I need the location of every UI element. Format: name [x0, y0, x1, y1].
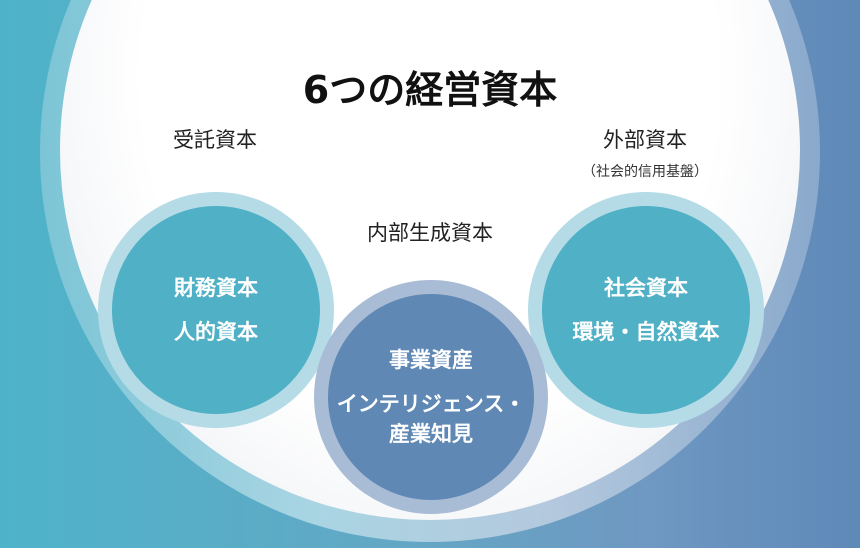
entrusted-capital-label: 受託資本 — [173, 128, 257, 152]
human-capital: 人的資本 — [174, 320, 258, 344]
business-assets: 事業資産 — [389, 348, 473, 372]
diagram-title: 6つの経営資本 — [302, 68, 558, 112]
entrusted-circle: 財務資本 人的資本 — [112, 206, 320, 414]
environmental-natural-capital: 環境・自然資本 — [572, 320, 720, 344]
social-capital: 社会資本 — [604, 276, 688, 300]
external-circle: 社会資本 環境・自然資本 — [542, 206, 750, 414]
external-capital-sublabel: （社会的信用基盤） — [582, 164, 708, 180]
external-capital-label: 外部資本 — [603, 128, 687, 152]
financial-capital: 財務資本 — [174, 276, 258, 300]
internal-circle: 事業資産 インテリジェンス・ 産業知見 — [328, 294, 534, 500]
intelligence-line: インテリジェンス・ — [336, 392, 526, 416]
internal-capital-label: 内部生成資本 — [367, 221, 493, 245]
industry-knowledge-line: 産業知見 — [389, 422, 473, 446]
